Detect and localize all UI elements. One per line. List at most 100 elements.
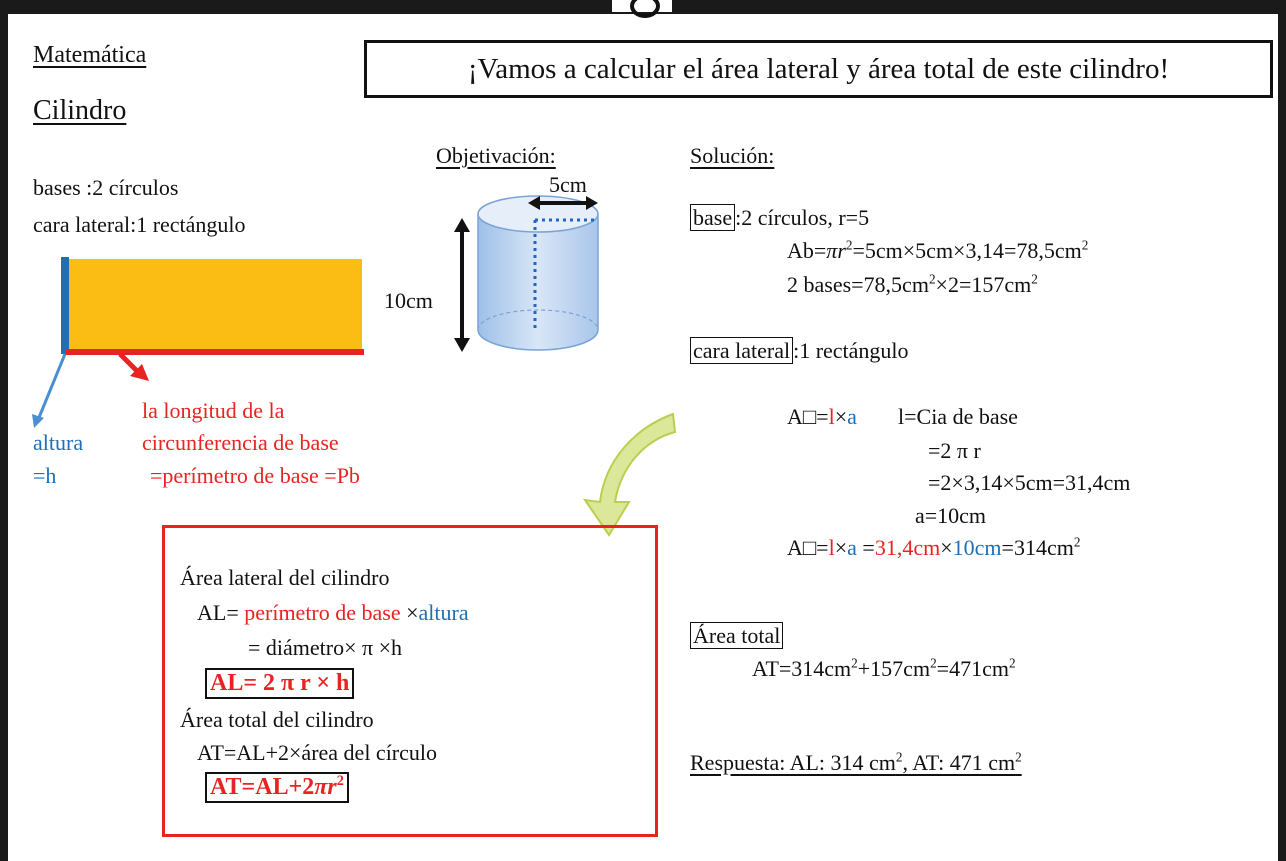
height-arrow-bottom (454, 338, 470, 352)
lateral-label: cara lateral (690, 337, 794, 364)
challenge-banner: ¡Vamos a calcular el área lateral y área… (364, 40, 1273, 98)
bases2-a: 2 bases=78,5cm (787, 272, 929, 297)
ab-exp: 2 (845, 237, 853, 253)
cylinder-bottom-back (477, 309, 599, 331)
result-a: a (847, 535, 857, 560)
at-formula-prefix: AT=AL+2 (210, 774, 315, 800)
a-symbol: a (847, 404, 857, 429)
base-line: base:2 círculos, r=5 (690, 204, 870, 231)
total-a: AT=314cm (752, 656, 852, 681)
altura-h-label: =h (33, 463, 57, 488)
curved-arrow-shape (582, 412, 677, 537)
result-exp: 2 (1073, 534, 1081, 550)
total-line: AT=314cm2+157cm2=471cm2 (752, 656, 1016, 682)
bases2-b: ×2=157cm (935, 272, 1032, 297)
perimeter-label-2: circunferencia de base (142, 430, 339, 455)
total-b: +157cm (857, 656, 931, 681)
ab-var: πr (826, 238, 846, 263)
result-times-2: × (940, 535, 953, 560)
result-l: l (828, 535, 835, 560)
total-c: =471cm (936, 656, 1009, 681)
top-decoration (612, 0, 672, 18)
lateral-rectangle (65, 259, 362, 351)
ab-unit-exp: 2 (1081, 237, 1089, 253)
answer-exp1: 2 (895, 749, 903, 765)
at-formula: AT=AL+2πr2 (205, 772, 349, 803)
ab-prefix: Ab= (787, 238, 827, 263)
al-line1-prefix: AL= (197, 600, 239, 625)
formula-box (162, 525, 658, 837)
at-title: Área total del cilindro (180, 707, 374, 732)
al-line1: AL= perímetro de base ×altura (197, 600, 469, 626)
altura-pointer-head (32, 414, 44, 428)
frame-right-border (1278, 0, 1286, 861)
challenge-text: ¡Vamos a calcular el área lateral y área… (467, 52, 1170, 85)
result-a-value: 10cm (952, 535, 1002, 560)
answer-line: Respuesta: AL: 314 cm2, AT: 471 cm2 (690, 750, 1022, 776)
total-label: Área total (690, 622, 784, 649)
result-times: × (834, 535, 848, 560)
l-definition: l=Cia de base (898, 404, 1018, 429)
perimeter-label-3: =perímetro de base =Pb (150, 463, 360, 488)
bases2-exp1: 2 (928, 271, 936, 287)
ab-line: Ab=πr2=5cm×5cm×3,14=78,5cm2 (787, 238, 1088, 264)
frame-left-border (0, 0, 8, 861)
subject-label: Matemática (33, 42, 147, 68)
al-line1-perimeter: perímetro de base (244, 600, 401, 625)
topic-title: Cilindro (33, 95, 127, 126)
perimeter-label-1: la longitud de la (142, 398, 285, 423)
at-formula-exp: 2 (336, 773, 344, 789)
al-line1-altura: altura (418, 600, 469, 625)
result-prefix: A□= (787, 535, 829, 560)
result-l-value: 31,4cm (874, 535, 941, 560)
altura-label: altura (33, 430, 84, 455)
l-symbol: l (828, 404, 835, 429)
radius-arrow-right (586, 196, 598, 210)
al-title: Área lateral del cilindro (180, 565, 390, 590)
times-symbol: × (834, 404, 848, 429)
curved-arrow-icon (582, 412, 677, 537)
cylinder-body (477, 214, 599, 351)
rect-area-prefix: A□= (787, 404, 829, 429)
al-formula-box: AL= 2 π r × h (205, 668, 355, 699)
base-rest: :2 círculos, r=5 (735, 205, 870, 230)
lateral-solution-line: cara lateral:1 rectángulo (690, 337, 909, 364)
base-label: base (690, 204, 736, 231)
al-line2: = diámetro× π ×h (248, 635, 403, 660)
lateral-rest: :1 rectángulo (793, 338, 909, 363)
l-eq-2: =2×3,14×5cm=31,4cm (928, 470, 1131, 495)
bases2-line: 2 bases=78,5cm2×2=157cm2 (787, 272, 1038, 298)
a-definition: a=10cm (915, 503, 987, 528)
at-line1: AT=AL+2×área del círculo (197, 740, 438, 765)
answer-exp2: 2 (1015, 749, 1022, 765)
al-formula: AL= 2 π r × h (205, 668, 355, 699)
al-line1-times: × (406, 600, 419, 625)
at-formula-box: AT=AL+2πr2 (205, 772, 349, 803)
ab-rest: =5cm×5cm×3,14=78,5cm (852, 238, 1082, 263)
cylinder-illustration (454, 195, 599, 352)
rect-area-result: A□=l×a =31,4cm×10cm=314cm2 (787, 535, 1080, 561)
total-exp3: 2 (1008, 655, 1016, 671)
result-value: =314cm (1001, 535, 1074, 560)
perimeter-pointer-line (118, 352, 140, 374)
radius-arrow-left (528, 196, 540, 210)
at-formula-var: πr (314, 774, 337, 800)
height-arrow-top (454, 218, 470, 232)
height-label: 10cm (384, 288, 433, 313)
radius-label: 5cm (549, 172, 587, 197)
net-rectangle-illustration (32, 257, 364, 428)
perimeter-pointer-head (130, 364, 149, 381)
lateral-line: cara lateral:1 rectángulo (33, 212, 246, 237)
answer-b: , AT: 471 cm (902, 750, 1016, 775)
objetivacion-title: Objetivación: (436, 143, 556, 168)
rect-area-def: A□=l×a (787, 404, 857, 430)
answer-a: Respuesta: AL: 314 cm (690, 750, 896, 775)
l-eq-1: =2 π r (928, 438, 981, 463)
result-eq: = (856, 535, 875, 560)
total-label-wrap: Área total (690, 622, 784, 649)
solucion-title: Solución: (690, 143, 775, 168)
bases-line: bases :2 círculos (33, 175, 179, 200)
altura-pointer-line (36, 353, 67, 421)
bases2-exp2: 2 (1031, 271, 1038, 287)
total-exp1: 2 (851, 655, 858, 671)
